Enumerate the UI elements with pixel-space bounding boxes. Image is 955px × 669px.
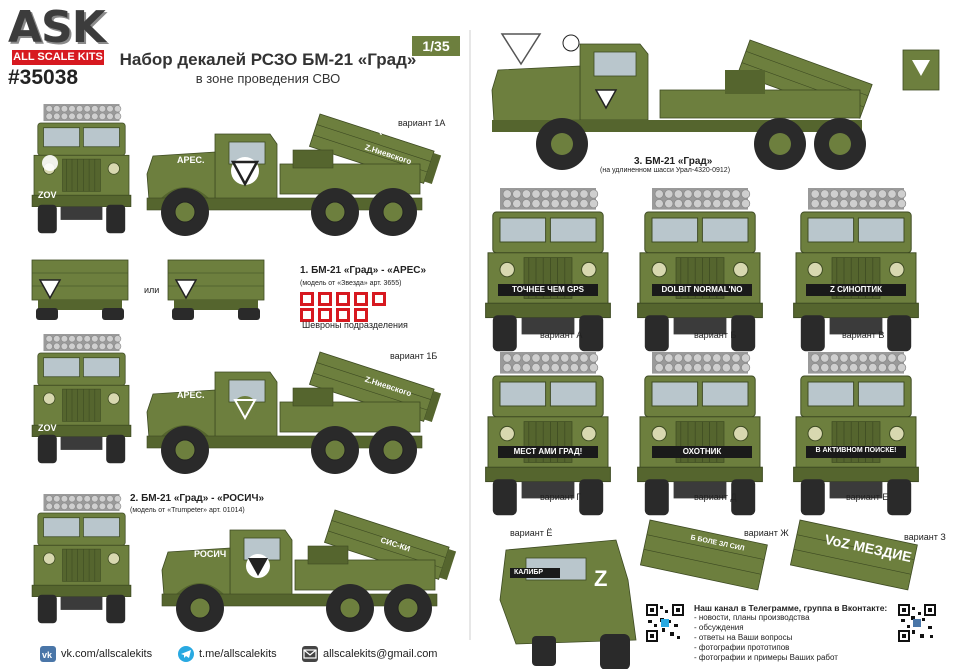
footer-email-link[interactable]: allscalekits@gmail.com xyxy=(302,644,437,664)
label-v1-sub: (модель от «Звезда» арт. 3655) xyxy=(300,280,402,287)
label-variant-g: вариант Г xyxy=(540,492,582,502)
decal-zov-1a: ZOV xyxy=(38,190,57,200)
label-v3-title: 3. БМ-21 «Град» xyxy=(634,156,713,167)
logo-bar: ALL SCALE KITS xyxy=(12,50,104,65)
vk-icon: vk xyxy=(40,646,56,662)
decal-kalibr: КАЛИБР xyxy=(514,569,544,576)
email-icon xyxy=(302,646,318,662)
decal-zov-1b: ZOV xyxy=(38,423,57,433)
label-variant-1b: вариант 1Б xyxy=(390,351,438,361)
ask-logo: ASK ALL SCALE KITS xyxy=(8,2,106,65)
plate-variant-e: В АКТИВНОМ ПОИСКЕ! xyxy=(815,447,897,454)
label-variant-d: вариант Д xyxy=(694,492,737,502)
label-v2-title: 2. БМ-21 «Град» - «РОСИЧ» xyxy=(130,493,265,504)
social-item: - фотографии и примеры Ваших работ xyxy=(694,653,838,662)
label-variant-v: вариант В xyxy=(842,330,885,340)
label-variant-e: вариант Е xyxy=(846,492,889,502)
svg-text:vk: vk xyxy=(42,650,53,660)
social-item: - обсуждения xyxy=(694,623,744,632)
social-item: - новости, планы производства xyxy=(694,613,810,622)
plate-variant-d: ОХОТНИК xyxy=(682,447,722,456)
decal-ares-1b: АРЕС. xyxy=(177,390,205,400)
qr-telegram[interactable] xyxy=(646,604,684,642)
social-info: Наш канал в Телеграмме, группа в Вконтак… xyxy=(694,603,894,663)
telegram-icon xyxy=(178,646,194,662)
footer-email-text: allscalekits@gmail.com xyxy=(323,648,438,660)
label-variant-yo: вариант Ё xyxy=(510,528,553,538)
social-item: - ответы на Ваши вопросы xyxy=(694,633,793,642)
label-v3-sub: (на удлиненном шасси Урал-4320-0912) xyxy=(600,167,731,174)
footer-vk-text: vk.com/allscalekits xyxy=(61,648,153,660)
footer-telegram-link[interactable]: t.me/allscalekits xyxy=(178,644,277,664)
decal-rosich: РОСИЧ xyxy=(194,549,227,559)
plate-variant-v: Z СИНОПТИК xyxy=(830,285,882,294)
plate-variant-a: ТОЧНЕЕ ЧЕМ GPS xyxy=(512,285,584,294)
qr-vkontakte[interactable] xyxy=(898,604,936,642)
label-or: или xyxy=(144,285,160,295)
label-variant-a: вариант А xyxy=(540,330,583,340)
decal-z: Z xyxy=(594,566,608,591)
plate-variant-b: DOLBIT NORMAL'NO xyxy=(661,285,743,294)
scale-badge: 1/35 xyxy=(412,36,460,56)
label-variant-z: вариант З xyxy=(904,532,946,542)
footer-telegram-text: t.me/allscalekits xyxy=(199,648,277,660)
page-title: Набор декалей РСЗО БМ-21 «Град» xyxy=(119,50,417,69)
label-variant-1a: вариант 1А xyxy=(398,118,446,128)
label-chevrons: Шевроны подразделения xyxy=(302,320,408,330)
label-v1-title: 1. БМ-21 «Град» - «АРЕС» xyxy=(300,265,427,276)
social-item: - фотографии прототипов xyxy=(694,643,790,652)
logo-letters: ASK xyxy=(8,2,106,53)
plate-variant-g: МЕСТ АМИ ГРАД! xyxy=(513,447,583,456)
social-heading: Наш канал в Телеграмме, группа в Вконтак… xyxy=(694,603,888,613)
label-variant-zh: вариант Ж xyxy=(744,528,789,538)
label-v2-sub: (модель от «Trumpeter» арт. 01014) xyxy=(130,507,245,514)
footer-vk-link[interactable]: vk vk.com/allscalekits xyxy=(40,644,152,664)
decal-ares-1a: АРЕС. xyxy=(177,155,205,165)
label-variant-b: вариант Б xyxy=(694,330,737,340)
page-subtitle: в зоне проведения СВО xyxy=(195,71,341,86)
article-number: #35038 xyxy=(8,66,79,89)
